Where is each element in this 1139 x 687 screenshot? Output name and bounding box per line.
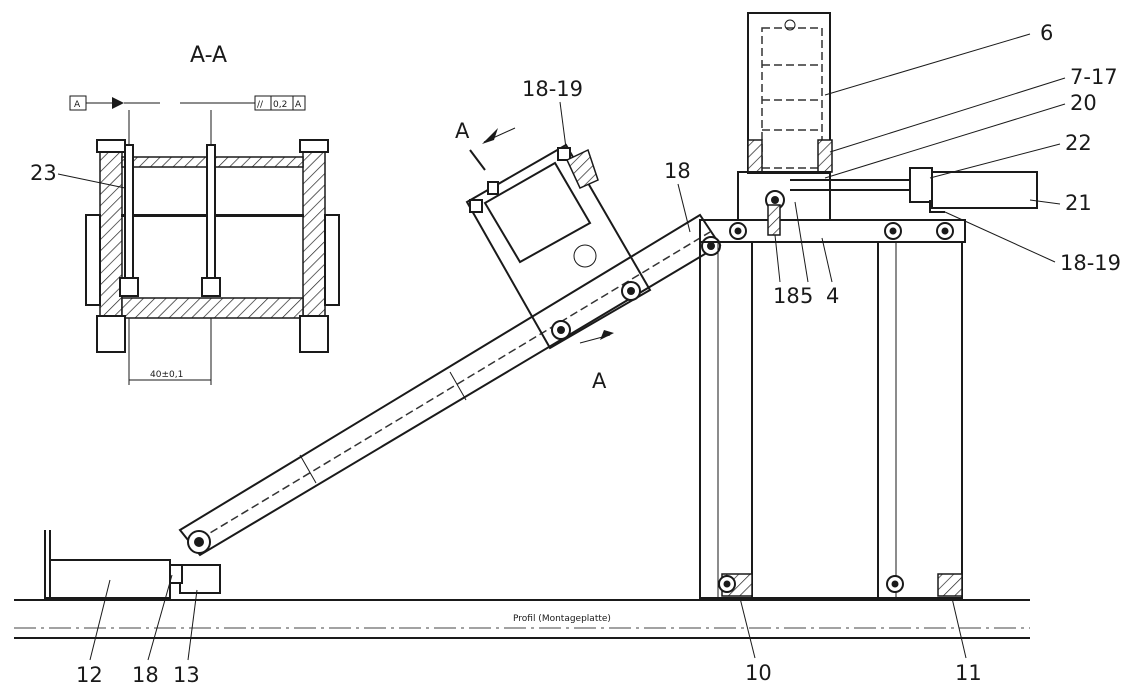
part-label-7-17: 7-17: [1070, 65, 1118, 89]
clamp-block: A A: [455, 119, 652, 393]
actuator: [765, 167, 1038, 236]
part-label-13: 13: [173, 663, 200, 687]
part-labels: 18-19 18 6 7-17 20 22 21 18-19 18 5 4 12…: [76, 21, 1121, 687]
section-view-a-a: A-A A // 0,2 A: [30, 43, 340, 385]
section-mark-bottom: A: [592, 369, 607, 393]
part-label-11: 11: [955, 661, 982, 685]
part-label-18-arm: 18: [664, 159, 691, 183]
part-label-23: 23: [30, 161, 57, 185]
part-label-21: 21: [1065, 191, 1092, 215]
parallel-symbol: //: [257, 100, 264, 110]
magazine-tower: [737, 12, 833, 221]
section-mark-top: A: [455, 119, 470, 143]
part-label-18-19-right: 18-19: [1060, 251, 1121, 275]
tolerance-ref: A: [295, 100, 302, 110]
stand: [699, 219, 966, 599]
part-label-18-mid: 18: [773, 284, 800, 308]
section-title: A-A: [190, 43, 227, 68]
part-label-10: 10: [745, 661, 772, 685]
part-label-18-19-top: 18-19: [522, 77, 583, 101]
part-label-6: 6: [1040, 21, 1053, 45]
part-label-18-bottom: 18: [132, 663, 159, 687]
part-label-12: 12: [76, 663, 103, 687]
dimension-value: 40±0,1: [150, 370, 183, 380]
base-part-12: [44, 530, 221, 599]
part-label-4: 4: [826, 284, 839, 308]
inclined-arm: [178, 213, 722, 557]
part-label-5: 5: [800, 284, 813, 308]
datum-frame: A: [69, 95, 124, 111]
floor-label: Profil (Montageplatte): [513, 614, 611, 624]
part-label-20: 20: [1070, 91, 1097, 115]
datum-letter: A: [74, 100, 81, 110]
parallelism-frame: // 0,2 A: [220, 95, 306, 111]
floor-lines: Profil (Montageplatte): [14, 599, 1030, 639]
part-label-22: 22: [1065, 131, 1092, 155]
tolerance-value: 0,2: [273, 100, 287, 110]
